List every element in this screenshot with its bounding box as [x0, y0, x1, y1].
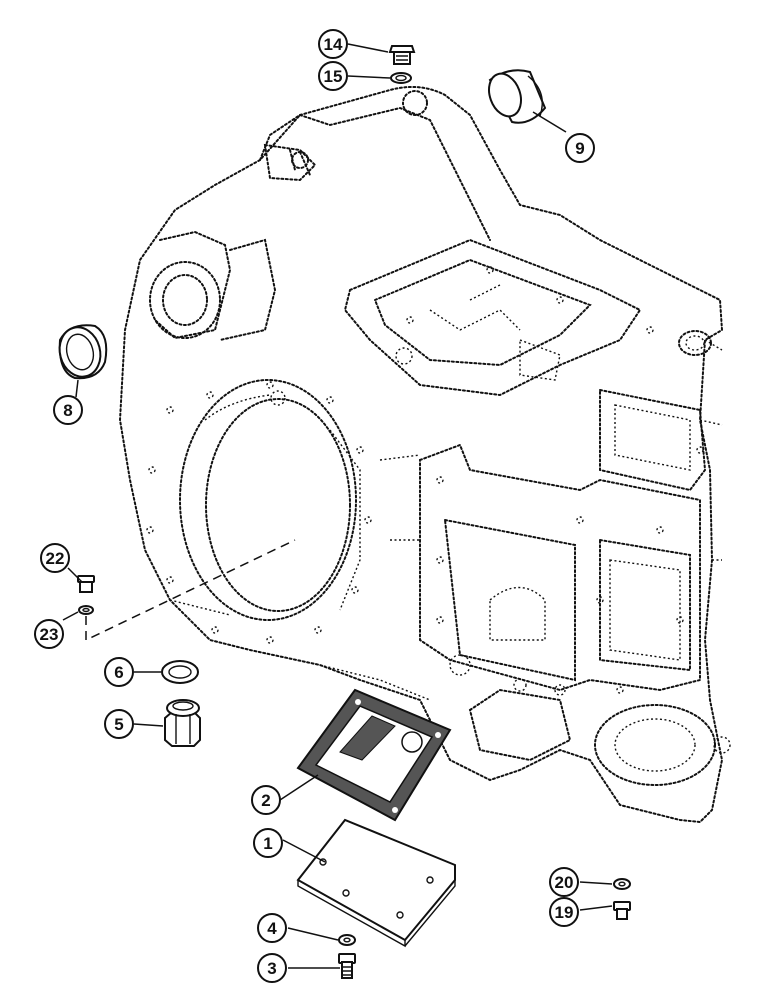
callout-label-6: 6	[114, 663, 123, 682]
part-23-washer	[78, 605, 94, 615]
callout-label-19: 19	[555, 903, 574, 922]
callout-5: 5	[104, 709, 134, 739]
callout-label-22: 22	[46, 549, 65, 568]
part-6-seal-ring	[161, 660, 199, 684]
callout-1: 1	[253, 828, 283, 858]
callout-label-3: 3	[267, 959, 276, 978]
part-2-gasket	[296, 688, 452, 822]
callout-23: 23	[34, 619, 64, 649]
flange-bolt-holes	[146, 381, 372, 644]
callout-label-23: 23	[40, 625, 59, 644]
callout-label-2: 2	[261, 791, 270, 810]
transmission-housing	[118, 85, 731, 824]
part-3-bolt	[338, 953, 356, 979]
part-1-cover-plate	[296, 818, 456, 948]
callout-15: 15	[318, 61, 348, 91]
leader-lines	[62, 43, 613, 969]
callout-14: 14	[318, 29, 348, 59]
callout-label-5: 5	[114, 715, 123, 734]
callout-20: 20	[549, 867, 579, 897]
part-9-cup-plug	[488, 69, 547, 124]
callout-3: 3	[257, 953, 287, 983]
part-8-oil-seal	[58, 324, 108, 380]
callout-9: 9	[565, 133, 595, 163]
part-22-bolt	[77, 575, 95, 593]
callout-8: 8	[53, 395, 83, 425]
callout-2: 2	[251, 785, 281, 815]
part-15-washer	[390, 72, 412, 84]
assembly-line	[85, 539, 296, 642]
callout-label-9: 9	[575, 139, 584, 158]
callout-label-20: 20	[555, 873, 574, 892]
callout-label-1: 1	[263, 834, 272, 853]
part-20-washer	[613, 878, 631, 890]
callout-label-4: 4	[267, 919, 277, 938]
callout-4: 4	[257, 913, 287, 943]
callout-label-8: 8	[63, 401, 72, 420]
part-19-bolt	[613, 901, 631, 920]
callout-6: 6	[104, 657, 134, 687]
part-14-plug	[388, 45, 416, 65]
callout-22: 22	[40, 543, 70, 573]
part-4-lockwasher	[338, 934, 356, 946]
callout-19: 19	[549, 897, 579, 927]
callout-label-15: 15	[324, 67, 343, 86]
callout-label-14: 14	[324, 35, 343, 54]
part-5-drain-plug	[164, 699, 201, 747]
